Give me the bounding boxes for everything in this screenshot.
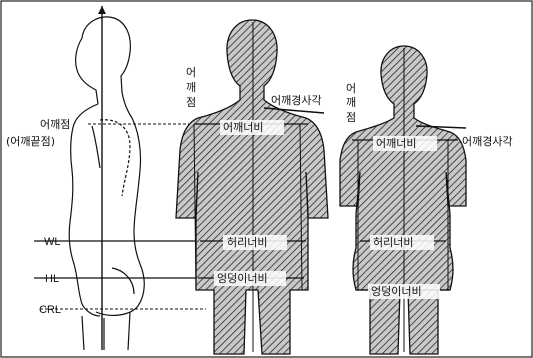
female-shoulder-point-label-2: 깨	[346, 96, 356, 109]
side-buttock	[112, 268, 134, 294]
male-front-figure	[176, 20, 328, 354]
male-shoulder-slope-label: 어깨경사각	[271, 94, 322, 107]
side-front-contour	[69, 104, 100, 316]
waist-line-label: WL	[44, 236, 61, 248]
female-front-figure	[340, 46, 466, 354]
side-back-contour	[96, 92, 144, 315]
female-shoulder-point-label-1: 어	[346, 82, 356, 95]
side-face	[76, 38, 98, 104]
side-view-figure	[69, 17, 144, 350]
male-shoulder-width-label: 어깨너비	[223, 121, 263, 134]
male-shoulder-point-label-3: 점	[186, 96, 196, 109]
female-shoulder-point-label-3: 점	[346, 111, 356, 124]
female-shoulder-width-label: 어깨너비	[376, 137, 416, 150]
side-arm	[100, 120, 130, 196]
hip-line-label: HL	[45, 273, 59, 285]
shoulder-point-label: 어깨점	[40, 118, 70, 131]
female-waist-width-label: 허리너비	[373, 236, 413, 249]
side-head-back	[82, 17, 130, 92]
male-shoulder-point-label-1: 어	[186, 66, 196, 79]
side-legs	[82, 312, 130, 350]
female-shoulder-slope-label: 어깨경사각	[462, 135, 513, 148]
male-hip-width-label: 엉덩이너비	[217, 272, 268, 285]
side-axis-arrow	[98, 6, 106, 14]
female-hip-width-label: 엉덩이너비	[371, 285, 422, 298]
crotch-line-label: CRL	[39, 304, 61, 316]
male-shoulder-point-label-2: 깨	[186, 81, 196, 94]
shoulder-tip-label: (어깨끝점)	[6, 135, 55, 148]
side-chest-line	[92, 126, 100, 168]
male-waist-width-label: 허리너비	[227, 236, 267, 249]
